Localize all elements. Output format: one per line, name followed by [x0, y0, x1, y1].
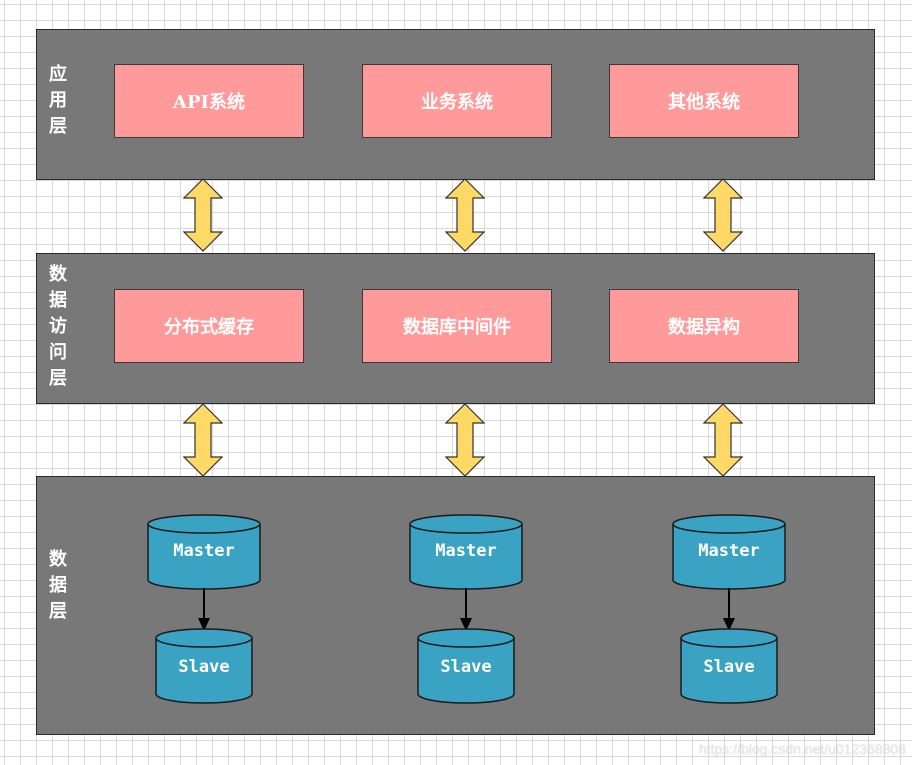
- double-arrow-icon: [703, 178, 743, 252]
- master-label: Master: [698, 541, 759, 561]
- data-access-layer: 数 据 访 问 层 分布式缓存 数据库中间件 数据异构: [36, 253, 875, 404]
- data-heterogeneous-box: 数据异构: [609, 289, 799, 363]
- slave-database: Slave: [417, 628, 515, 704]
- slave-label: Slave: [178, 657, 229, 677]
- double-arrow-icon: [703, 403, 743, 477]
- slave-database: Slave: [155, 628, 253, 704]
- database-middleware-box: 数据库中间件: [362, 289, 552, 363]
- replication-arrow-icon: [198, 588, 210, 631]
- double-arrow-icon: [445, 178, 485, 252]
- double-arrow-icon: [183, 403, 223, 477]
- api-system-box: API系统: [114, 64, 304, 138]
- master-database: Master: [672, 514, 786, 590]
- replication-arrow-icon: [460, 588, 472, 631]
- slave-label: Slave: [440, 657, 491, 677]
- slave-label: Slave: [703, 657, 754, 677]
- master-database: Master: [409, 514, 523, 590]
- application-layer-label: 应 用 层: [49, 64, 67, 137]
- business-system-box: 业务系统: [362, 64, 552, 138]
- master-label: Master: [173, 541, 234, 561]
- application-layer: 应 用 层 API系统 业务系统 其他系统: [36, 29, 875, 180]
- other-system-box: 其他系统: [609, 64, 799, 138]
- master-database: Master: [147, 514, 261, 590]
- data-layer-label: 数 据 层: [49, 549, 67, 622]
- double-arrow-icon: [445, 403, 485, 477]
- double-arrow-icon: [183, 178, 223, 252]
- master-label: Master: [435, 541, 496, 561]
- distributed-cache-box: 分布式缓存: [114, 289, 304, 363]
- watermark: https://blog.csdn.net/u012368808: [698, 741, 906, 757]
- slave-database: Slave: [680, 628, 778, 704]
- replication-arrow-icon: [723, 588, 735, 631]
- data-access-layer-label: 数 据 访 问 层: [49, 264, 67, 389]
